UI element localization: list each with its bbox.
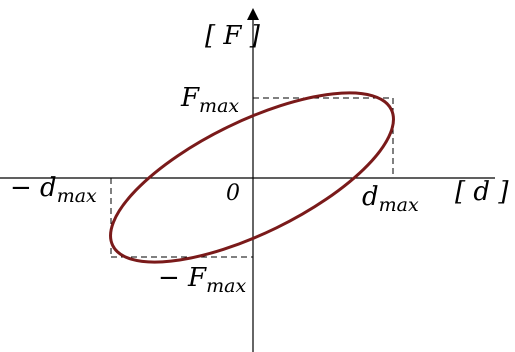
- neg-d-max-label: − dmax: [10, 173, 97, 207]
- neg-d-max-main: − d: [10, 173, 57, 203]
- x-axis-label: [ d ]: [455, 177, 509, 207]
- neg-f-max-sub: max: [206, 275, 246, 297]
- d-max-label: dmax: [362, 182, 419, 216]
- hysteresis-loop: [109, 91, 395, 264]
- f-max-main: F: [180, 83, 200, 113]
- d-max-sub: max: [379, 194, 419, 216]
- origin-label: 0: [226, 181, 240, 206]
- d-max-main: d: [362, 182, 379, 212]
- y-axis-label: [ F ]: [205, 21, 261, 51]
- neg-d-max-sub: max: [57, 185, 97, 207]
- f-max-label: Fmax: [180, 83, 239, 117]
- neg-f-max-label: − Fmax: [158, 263, 246, 297]
- f-max-sub: max: [199, 95, 239, 117]
- neg-f-max-main: − F: [158, 263, 207, 293]
